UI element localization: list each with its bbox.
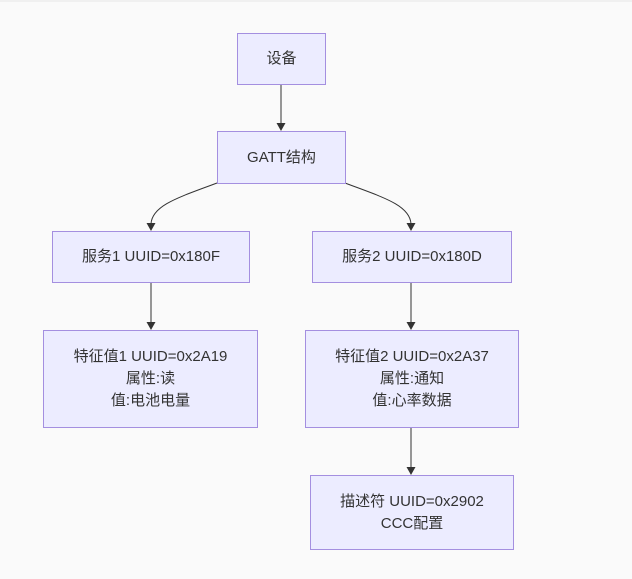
arrowhead-icon [406, 322, 416, 330]
node-char-1-line-3: 值:电池电量 [110, 392, 191, 409]
arrowhead-icon [406, 223, 416, 231]
node-descriptor: 描述符 UUID=0x2902 CCC配置 [310, 475, 514, 550]
node-device: 设备 [237, 33, 326, 85]
node-characteristic-2: 特征值2 UUID=0x2A37 属性:通知 值:心率数据 [305, 330, 519, 428]
arrowhead-icon [406, 467, 416, 475]
node-service-2-line-1: 服务2 UUID=0x180D [342, 248, 482, 265]
node-char-2-line-2: 属性:通知 [379, 370, 445, 387]
node-char-2-line-3: 值:心率数据 [372, 392, 452, 409]
node-service-1-line-1: 服务1 UUID=0x180F [82, 248, 220, 265]
node-descriptor-line-2: CCC配置 [380, 514, 444, 532]
node-service-2: 服务2 UUID=0x180D [312, 231, 512, 283]
arrowhead-icon [146, 223, 156, 231]
node-char-2-line-1: 特征值2 UUID=0x2A37 [335, 348, 489, 365]
node-device-line-1: 设备 [266, 50, 297, 67]
node-descriptor-line-1: 描述符 UUID=0x2902 [340, 492, 484, 510]
node-service-1: 服务1 UUID=0x180F [52, 231, 250, 283]
top-border [0, 0, 632, 2]
node-characteristic-1: 特征值1 UUID=0x2A19 属性:读 值:电池电量 [43, 330, 258, 428]
edge-gatt-to-service1 [150, 182, 218, 225]
node-gatt-structure: GATT结构 [217, 131, 346, 184]
node-gatt-line-1: GATT结构 [247, 148, 316, 166]
edge-gatt-to-service2 [344, 182, 412, 225]
node-char-1-line-1: 特征值1 UUID=0x2A19 [73, 348, 228, 365]
arrowhead-icon [276, 123, 286, 131]
node-char-1-line-2: 属性:读 [125, 370, 176, 387]
arrowhead-icon [146, 322, 156, 330]
